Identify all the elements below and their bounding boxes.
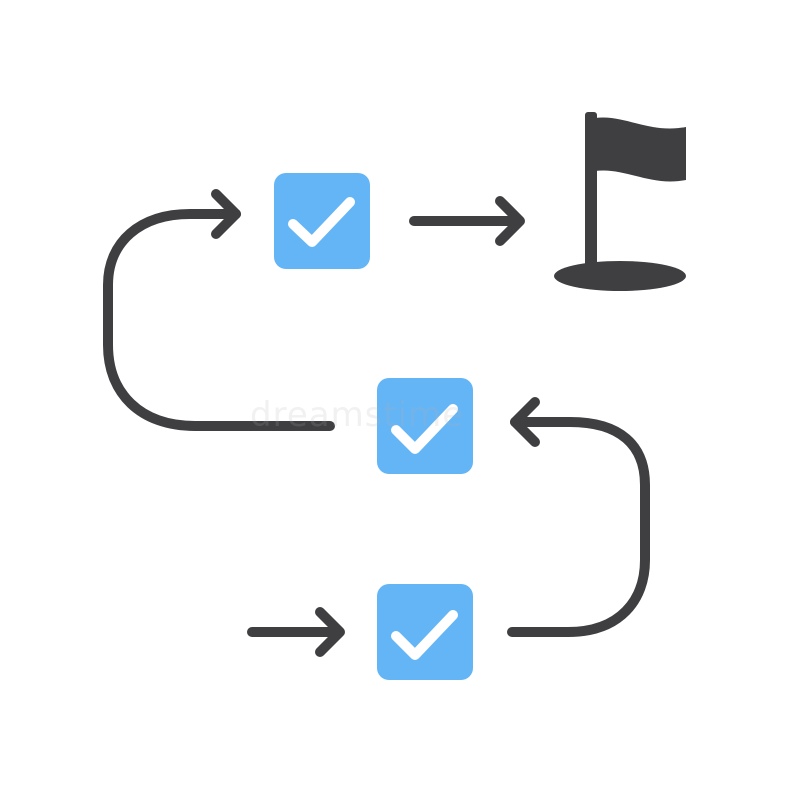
goal-arrow [409,196,525,246]
entry-arrow [247,607,345,657]
left-loop-arrowhead [211,189,241,239]
flag-icon [554,112,686,291]
step-2-checkbox [377,378,473,474]
right-loop-arrow [507,417,650,637]
left-loop-arrow [103,209,335,431]
step-1-checkbox [377,584,473,680]
right-loop-arrowhead [510,397,540,447]
step-3-checkbox [274,173,370,269]
